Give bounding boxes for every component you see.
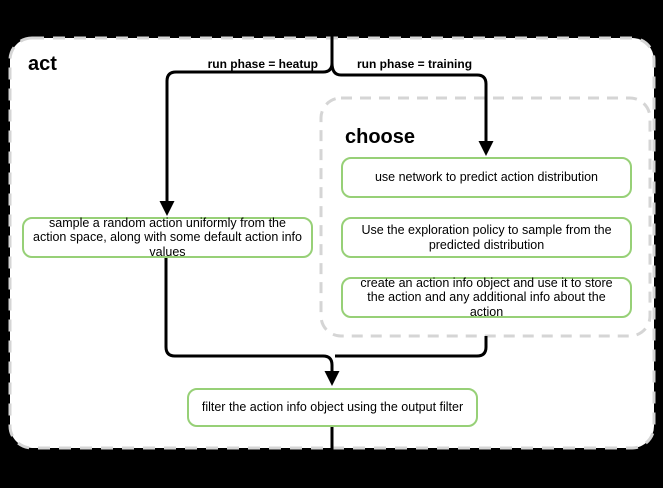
node-exploration-policy-sample: Use the exploration policy to sample fro… — [341, 217, 632, 258]
branch-label-heatup: run phase = heatup — [207, 57, 318, 71]
act-title: act — [28, 53, 57, 75]
choose-action-title-line1: choose — [345, 126, 416, 148]
node-filter-action-info: filter the action info object using the … — [187, 388, 478, 427]
branch-label-training: run phase = training — [357, 57, 473, 71]
node-create-action-info: create an action info object and use it … — [341, 276, 632, 319]
node-use-network-predict: use network to predict action distributi… — [341, 157, 632, 198]
node-sample-random-action: sample a random action uniformly from th… — [22, 216, 313, 259]
